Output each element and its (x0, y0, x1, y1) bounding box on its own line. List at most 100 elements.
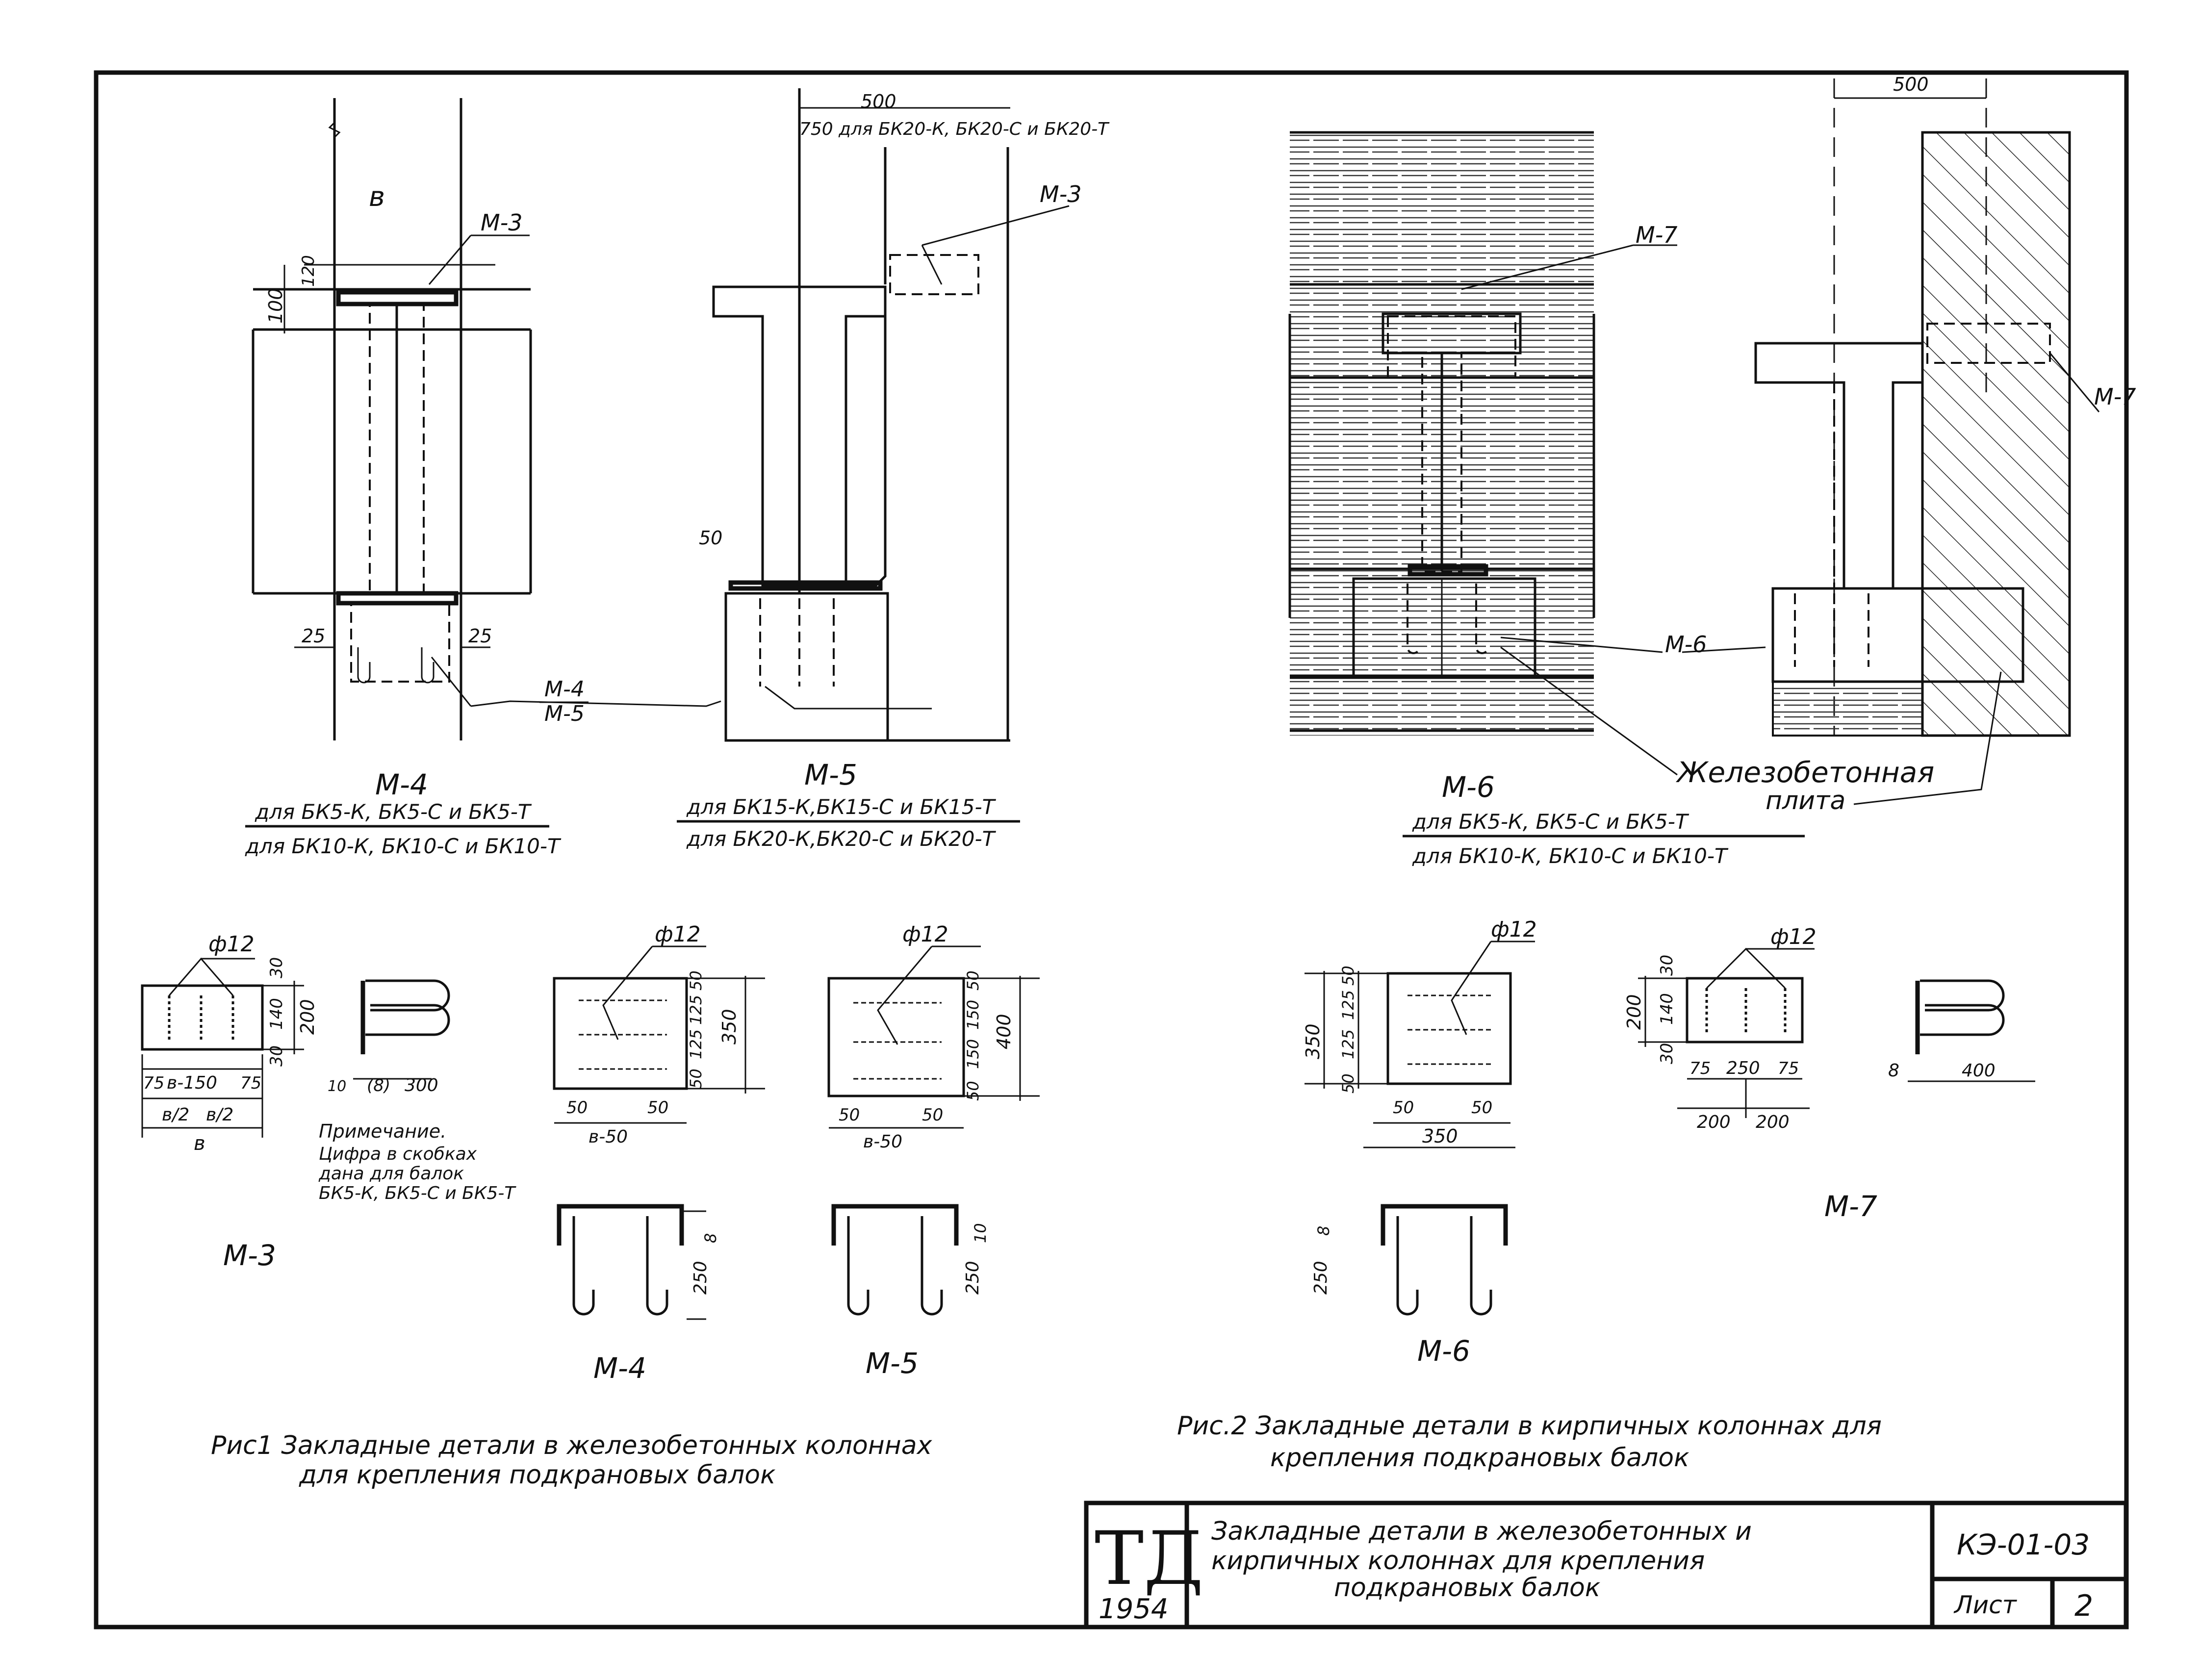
sheet-number: 2 (2074, 1589, 2093, 1623)
m7-dim-200b: 200 (1756, 1112, 1790, 1132)
m6-dim-50a: 50 (1339, 966, 1357, 986)
m4-dim-25-left: 25 (302, 625, 325, 647)
m4-dim-125b: 125 (687, 1029, 705, 1059)
detail-m4: ф12 50 125 125 50 350 50 50 в-50 8 250 М… (553, 922, 765, 1385)
m6-note-line2: для БК10-К, БК10-С и БК10-Т (1412, 844, 1729, 868)
m4-dim-b50: в-50 (589, 1127, 628, 1147)
m4-dim-8: 8 (701, 1233, 720, 1243)
m6-dim-50b: 50 (1339, 1073, 1357, 1094)
m6-dim-250: 250 (1311, 1261, 1331, 1295)
detail-m5: ф12 50 150 150 50 400 50 50 в-50 10 250 … (827, 922, 1040, 1380)
m5-detail-label: М-5 (866, 1347, 919, 1380)
fig2-caption: Рис.2 Закладные детали в кирпичных колон… (1177, 1411, 1882, 1473)
logo-letters: ТД (1095, 1516, 1203, 1602)
m3-dim-b: в (194, 1132, 205, 1155)
m5-top-dim-note: 750 для БК20-К, БК20-С и БК20-Т (799, 119, 1110, 139)
m4-dim-50r: 50 (647, 1098, 668, 1118)
m5-dim-150a: 150 (964, 1000, 982, 1030)
fig1-m4-column: в М-3 100 120 25 25 М-4 для БК5-К, БК5-С… (245, 98, 562, 858)
m7-dim-8: 8 (1888, 1061, 1899, 1081)
note-title: Примечание. (319, 1120, 446, 1142)
m4-note-line1: для БК5-К, БК5-С и БК5-Т (255, 800, 532, 824)
m7-callout-m7: М-7 (2094, 383, 2136, 410)
m4-detail-label: М-4 (593, 1351, 646, 1385)
fig2-caption-line2: крепления подкрановых балок (1270, 1443, 1689, 1473)
m4-dim-250: 250 (691, 1261, 711, 1295)
title-block: ТД 1954 Закладные детали в железобетонны… (1084, 1501, 2128, 1629)
m4-dim-120: 120 (299, 255, 318, 287)
note-block: Примечание. Цифра в скобках дана для бал… (318, 1120, 516, 1203)
m7-dim-30b: 30 (1657, 1043, 1677, 1064)
m3-dim-30a: 30 (267, 957, 286, 978)
m7-dim-250: 250 (1726, 1058, 1760, 1078)
m6-callout-m6: М-6 (1665, 631, 1707, 658)
m7-dim-75a: 75 (1689, 1059, 1711, 1078)
m4-dim-50a: 50 (687, 970, 705, 991)
m45-callout-a: М-4 (544, 677, 585, 702)
m3-dim-200: 200 (297, 999, 318, 1035)
note-line2: дана для балок (318, 1164, 464, 1184)
m7-dim-140: 140 (1657, 993, 1677, 1025)
m3-dim-b2b: в/2 (206, 1105, 233, 1125)
m5-dim-b50: в-50 (863, 1132, 902, 1152)
m4-label: М-4 (375, 768, 428, 801)
m7-top-dim: 500 (1893, 74, 1929, 95)
sheet-label: Лист (1953, 1591, 2018, 1619)
m3-dim-140: 140 (267, 998, 286, 1030)
m5-dim-10: 10 (971, 1223, 990, 1243)
m5-callout-m3: М-3 (1040, 181, 1082, 207)
m7-dim-200v: 200 (1623, 994, 1645, 1030)
m6-dim-125b: 125 (1339, 1029, 1357, 1059)
m4-dim-b: в (369, 181, 385, 213)
m6-phi: ф12 (1491, 917, 1537, 942)
m4-dim-25-right: 25 (468, 625, 492, 647)
title-line3: подкрановых балок (1334, 1573, 1601, 1603)
m7-dim-75b: 75 (1778, 1059, 1799, 1078)
m5-label: М-5 (804, 758, 857, 791)
m5-top-dim: 500 (861, 91, 896, 112)
note-line1: Цифра в скобках (319, 1144, 477, 1164)
m5-dim-400: 400 (993, 1014, 1015, 1049)
detail-m7: ф12 30 140 200 30 75 250 75 200 200 8 40… (1623, 924, 2035, 1223)
m4-callout-m3: М-3 (481, 209, 523, 236)
m6-dim-50l: 50 (1393, 1098, 1414, 1118)
fig2-m6-column: М-7 М-6 М-6 для БК5-К, БК5-С и БК5-Т для… (1288, 131, 1805, 868)
m3-dim-75a: 75 (143, 1073, 164, 1093)
m7-detail-label: М-7 (1824, 1190, 1877, 1223)
m3-dim-b150: в-150 (167, 1073, 217, 1093)
detail-m3: ф12 30 140 200 30 75 в-150 75 в/2 в/2 в … (141, 932, 450, 1272)
sheet-code: КЭ-01-03 (1957, 1528, 2090, 1561)
m3-phi: ф12 (208, 932, 255, 957)
m3-dim-8: (8) (367, 1076, 390, 1095)
m6-dim-50r: 50 (1471, 1098, 1492, 1118)
m4-phi: ф12 (655, 922, 701, 947)
m4-dim-350: 350 (718, 1009, 740, 1044)
m4-dim-100: 100 (265, 288, 286, 324)
fig2-caption-line1: Рис.2 Закладные детали в кирпичных колон… (1177, 1411, 1882, 1441)
m3-dim-10: 10 (328, 1078, 346, 1095)
m3-label: М-3 (223, 1239, 276, 1272)
m6-dim-350v: 350 (1302, 1023, 1324, 1059)
m6-dim-8: 8 (1314, 1226, 1333, 1236)
m5-dim-50r: 50 (922, 1105, 943, 1125)
note-line3: БК5-К, БК5-С и БК5-Т (319, 1183, 516, 1203)
m45-callout-b: М-5 (544, 701, 585, 726)
title-line2: кирпичных колоннах для крепления (1211, 1546, 1705, 1576)
slab-label-2: плита (1766, 786, 1845, 815)
m5-dim-50: 50 (699, 527, 722, 549)
fig1-m5-section: 500 750 для БК20-К, БК20-С и БК20-Т М-3 … (431, 88, 1110, 851)
m6-callout-m7: М-7 (1636, 222, 1678, 248)
m3-dim-75b: 75 (240, 1073, 261, 1093)
m4-dim-50b: 50 (687, 1069, 705, 1089)
m5-phi: ф12 (902, 922, 948, 947)
m5-dim-150b: 150 (964, 1039, 982, 1069)
m4-dim-125a: 125 (687, 995, 705, 1025)
m5-dim-50b: 50 (964, 1081, 982, 1101)
detail-m6: ф12 350 50 125 125 50 50 50 350 8 250 М-… (1302, 917, 1537, 1368)
fig1-caption-line1: Рис1 Закладные детали в железобетонных к… (211, 1431, 933, 1460)
m5-note-line1: для БК15-К,БК15-С и БК15-Т (686, 795, 997, 819)
m6-label: М-6 (1442, 770, 1495, 804)
m6-note-line1: для БК5-К, БК5-С и БК5-Т (1412, 810, 1689, 834)
m7-dim-30a: 30 (1657, 955, 1677, 976)
m6-detail-label: М-6 (1417, 1334, 1470, 1368)
